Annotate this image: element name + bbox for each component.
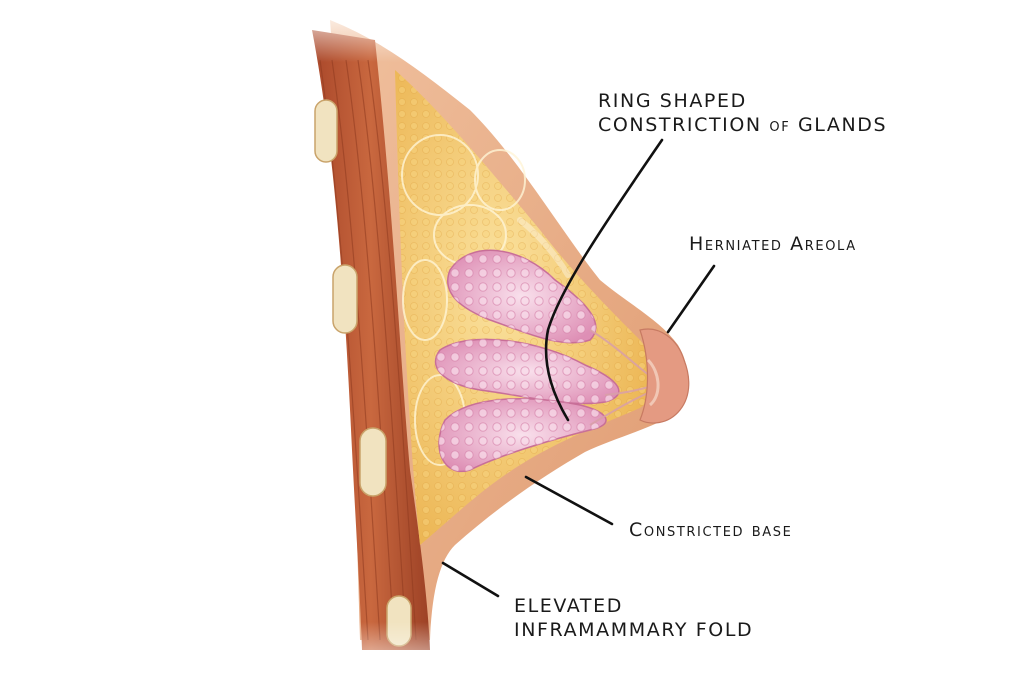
- label-herniated-areola: Herniated Areola: [689, 232, 857, 256]
- label-elevated-inframammary-fold: ELEVATED INFRAMAMMARY FOLD: [514, 594, 753, 642]
- label-ring-line1: RING SHAPED: [598, 90, 747, 112]
- leader-inframammary-fold: [441, 561, 500, 598]
- label-ring-line2: CONSTRICTION of GLANDS: [598, 114, 888, 136]
- label-ring-shaped-constriction: RING SHAPED CONSTRICTION of GLANDS: [598, 89, 887, 137]
- label-constricted-base: Constricted base: [629, 518, 792, 542]
- leader-lines: [441, 138, 716, 598]
- leader-constricted-base: [524, 475, 614, 526]
- label-fold-line2: INFRAMAMMARY FOLD: [514, 619, 754, 641]
- label-base-text: Constricted base: [629, 519, 793, 541]
- leader-ring-constriction: [544, 138, 664, 422]
- label-fold-line1: ELEVATED: [514, 595, 623, 617]
- label-areola-text: Herniated Areola: [689, 233, 857, 255]
- leader-herniated-areola: [666, 264, 716, 334]
